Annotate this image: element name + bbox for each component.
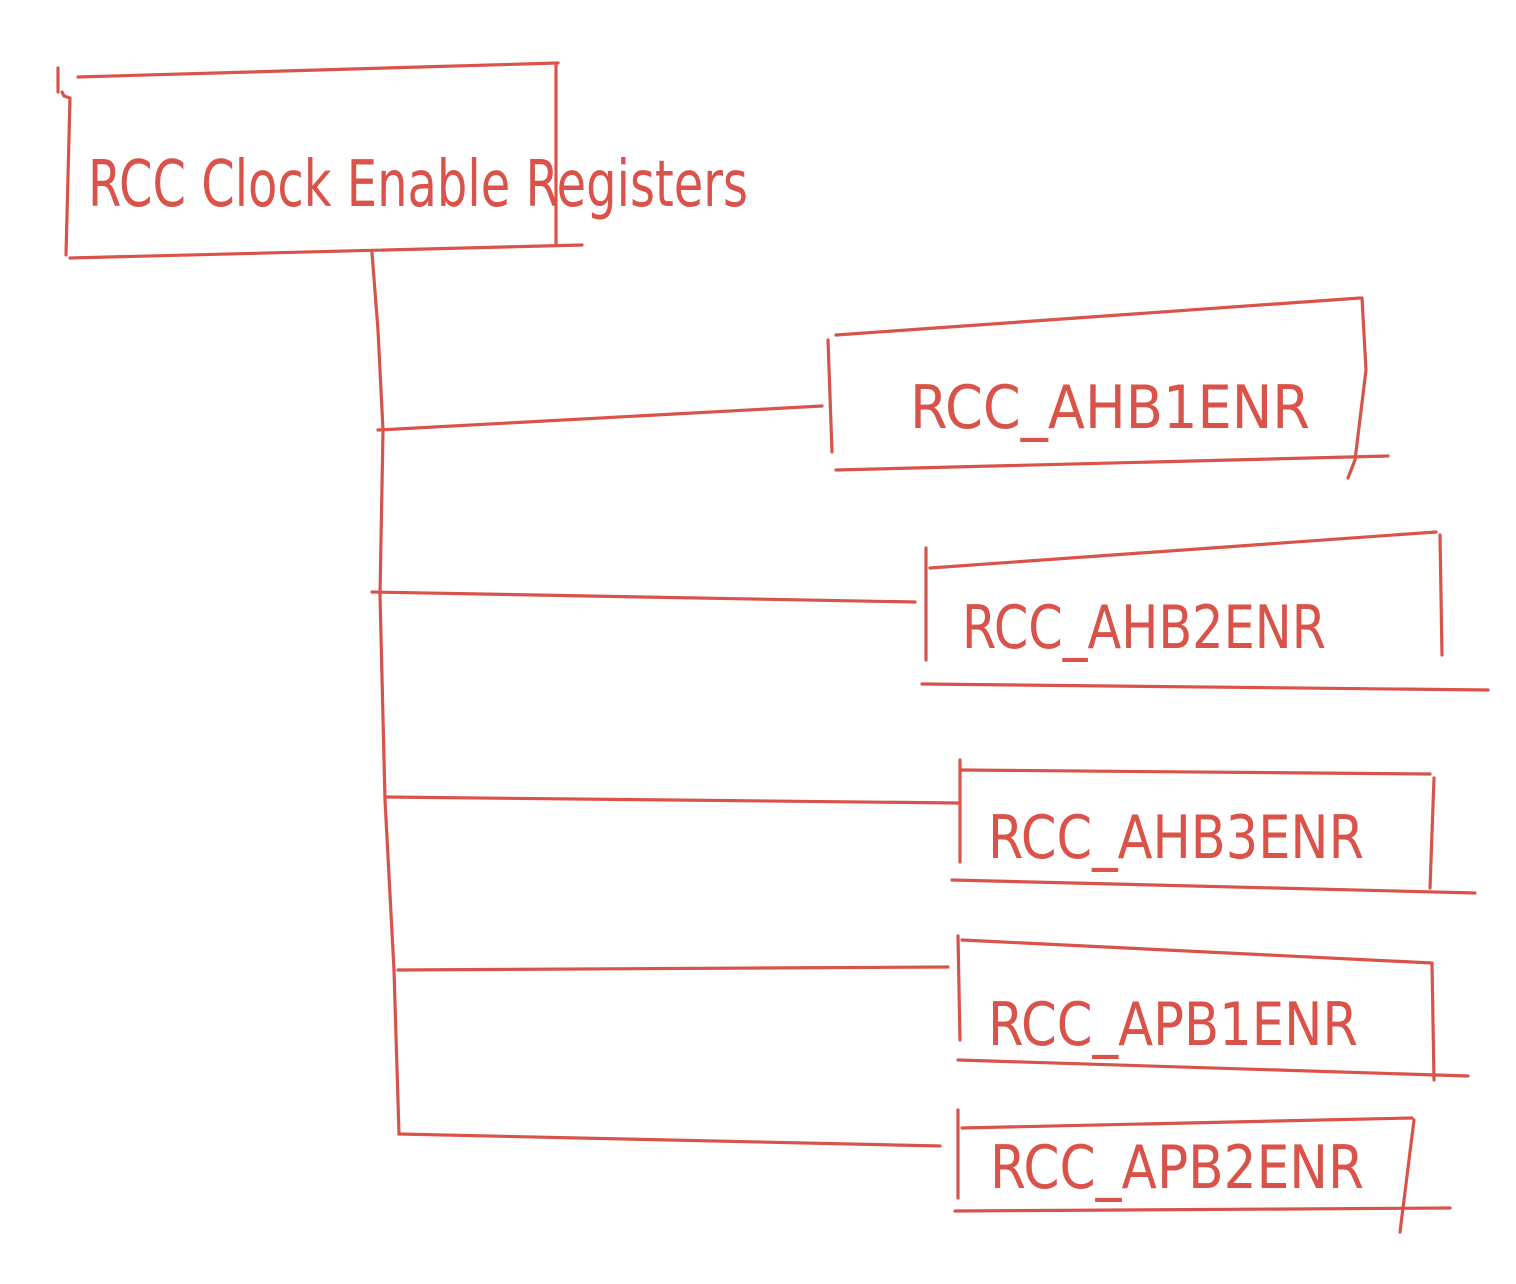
child-box-ahb3 [950,758,1477,895]
child-box-apb2 [953,1108,1452,1234]
child-node-ahb1: RCC_AHB1ENR [376,296,1390,480]
child-label-ahb1: RCC_AHB1ENR [910,373,1310,443]
connector-apb1 [396,965,950,972]
child-label-ahb3: RCC_AHB3ENR [988,803,1364,873]
child-label-apb2: RCC_APB2ENR [990,1133,1364,1203]
root-node: RCC Clock Enable Registers [56,61,748,260]
root-node-label: RCC Clock Enable Registers [88,148,748,222]
connector-apb2 [397,1132,942,1148]
root-node-box [56,61,584,260]
connector-ahb1 [376,404,824,432]
child-node-apb1: RCC_APB1ENR [396,934,1470,1082]
child-node-apb2: RCC_APB2ENR [397,1108,1452,1234]
child-label-apb1: RCC_APB1ENR [988,990,1358,1060]
child-label-ahb2: RCC_AHB2ENR [962,593,1326,663]
child-box-apb1 [956,934,1470,1082]
trunk-line [370,251,401,1136]
child-box-ahb2 [920,530,1490,692]
child-node-ahb2: RCC_AHB2ENR [370,530,1490,692]
child-node-ahb3: RCC_AHB3ENR [383,758,1477,895]
connector-ahb2 [370,590,917,604]
connector-ahb3 [383,795,960,805]
child-box-ahb1 [826,296,1390,480]
